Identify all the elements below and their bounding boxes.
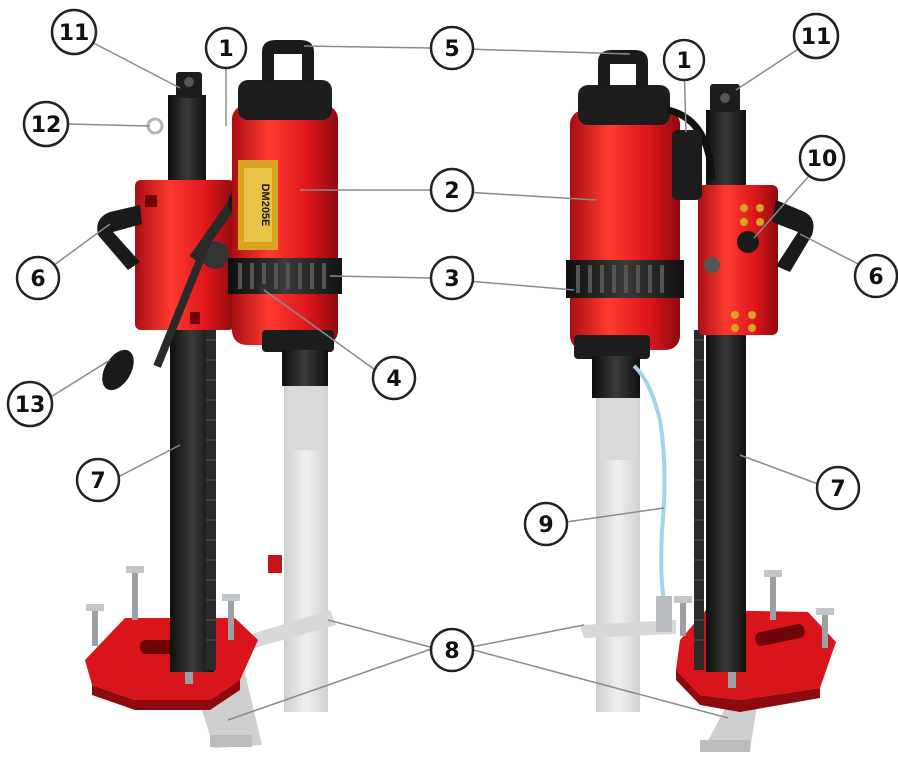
svg-text:3: 3 (444, 267, 459, 292)
left-motor-model: DM205E (259, 184, 271, 227)
callout-1-left: 1 (204, 26, 248, 70)
svg-text:11: 11 (801, 25, 832, 50)
callout-1-right: 1 (662, 38, 706, 82)
callout-4: 4 (371, 355, 417, 401)
svg-text:1: 1 (676, 49, 691, 74)
svg-text:7: 7 (90, 469, 105, 494)
svg-text:9: 9 (538, 513, 553, 538)
callout-12: 12 (22, 100, 70, 148)
callout-5: 5 (429, 25, 475, 71)
callout-9: 9 (523, 501, 569, 547)
svg-text:6: 6 (868, 265, 883, 290)
callout-7-left: 7 (75, 457, 121, 503)
callout-8: 8 (429, 627, 475, 673)
left-side-handle (97, 205, 142, 270)
callout-3: 3 (429, 255, 475, 301)
svg-text:7: 7 (830, 477, 845, 502)
svg-text:12: 12 (31, 113, 62, 138)
callout-11-left: 11 (50, 8, 98, 56)
right-column (706, 300, 746, 672)
svg-text:1: 1 (218, 37, 233, 62)
right-spindle (592, 356, 640, 398)
callout-11-right: 11 (792, 12, 840, 60)
right-stand-leg-ghost (580, 620, 676, 638)
right-motor-cap (578, 85, 670, 125)
right-side-handle (772, 200, 814, 272)
svg-text:11: 11 (59, 21, 90, 46)
left-carriage (135, 180, 235, 330)
svg-text:10: 10 (807, 147, 838, 172)
right-carry-handle (598, 50, 648, 88)
left-motor-label: DM205E (238, 160, 278, 250)
left-stand-leg-ghost (232, 610, 336, 652)
left-motor-cap (238, 80, 332, 120)
callout-6-left: 6 (15, 255, 61, 301)
right-drill-rig (566, 50, 836, 752)
svg-text:6: 6 (30, 267, 45, 292)
right-adjust-knob (737, 231, 759, 253)
svg-text:8: 8 (444, 639, 459, 664)
callout-13: 13 (6, 380, 54, 428)
right-motor-housing (570, 110, 680, 350)
callouts: 11 1 5 1 11 12 10 2 (6, 8, 898, 673)
callout-7-right: 7 (815, 465, 861, 511)
left-carry-handle (262, 40, 314, 82)
callout-6-right: 6 (853, 253, 898, 299)
svg-text:4: 4 (386, 367, 401, 392)
left-drill-rig: DM205E (85, 40, 342, 748)
left-spindle (282, 350, 328, 386)
svg-text:2: 2 (444, 179, 459, 204)
svg-text:5: 5 (444, 37, 459, 62)
callout-2: 2 (429, 167, 475, 213)
callout-10: 10 (798, 134, 846, 182)
svg-text:13: 13 (15, 393, 46, 418)
right-water-hose (632, 364, 667, 601)
